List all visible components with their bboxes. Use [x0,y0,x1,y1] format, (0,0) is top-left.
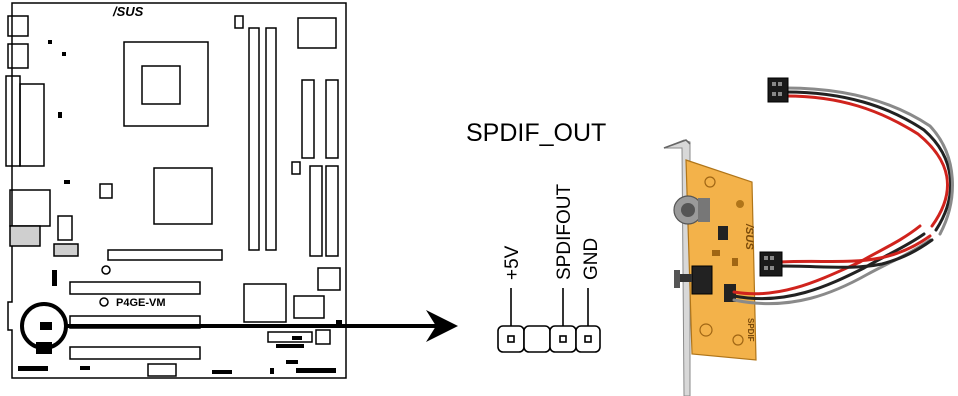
dimm-slot-a [248,27,260,251]
pci-slot-1 [69,281,201,295]
ide-connector-secondary [325,79,339,159]
io-lan-port [9,189,51,227]
bracket-side-label: SPDIF [746,318,755,342]
mounting-hole [101,265,111,275]
pin-label-plus5v: +5V [502,245,523,280]
rca-body [698,198,710,222]
dimm-slot-b [265,27,277,251]
bracket-logo: /SUS [743,223,755,250]
cable-connector-top [767,77,789,103]
bracket-header [724,284,736,302]
io-ps2-port [7,15,29,37]
pointer-arrow [66,310,458,342]
pin-2-blank [523,325,551,353]
small-component [315,329,331,345]
bracket-cables [732,86,954,306]
io-serial-port [19,83,45,167]
front-panel-header [267,331,313,343]
cpu-socket-core [141,65,181,105]
cable-red [732,224,922,296]
agp-slot [107,249,223,261]
atx-power-connector [325,165,339,257]
optical-jack [691,265,713,295]
bottom-header [147,363,177,377]
cpu-socket [123,41,209,127]
bracket-pcb [685,159,757,361]
io-chip-2 [53,243,79,257]
io-usb-port [7,43,29,69]
small-chip [293,295,325,319]
pin-label-gnd: GND [581,238,602,280]
mounting-hole [99,297,109,307]
motherboard-brand-logo: /SUS [112,4,144,19]
floppy-connector [309,165,323,257]
motherboard-layout [5,2,347,379]
spdif-bracket: /SUS SPDIF [663,139,757,396]
motherboard-model-label: P4GE-VM [116,297,166,309]
io-parallel-port [5,75,21,167]
spdif-header-pins [497,325,601,353]
motherboard-outline [7,2,347,379]
northbridge-chip [153,167,213,225]
cable-connector-bottom [759,251,783,277]
pin-labels: +5V SPDIFOUT GND [502,184,602,280]
io-audio-jacks [9,225,41,247]
ide-connector-primary [301,79,315,159]
bios-chip [297,17,337,49]
pci-slot-3 [69,346,201,360]
small-component [234,15,244,29]
small-component [291,161,301,175]
small-chip [317,267,341,291]
small-component [99,183,113,199]
header-title: SPDIF_OUT [466,119,606,147]
io-chip [57,215,73,241]
pin-leads [510,288,589,326]
pin-label-spdifout: SPDIFOUT [554,184,575,280]
cable-black [732,232,926,301]
southbridge-chip [243,283,287,323]
